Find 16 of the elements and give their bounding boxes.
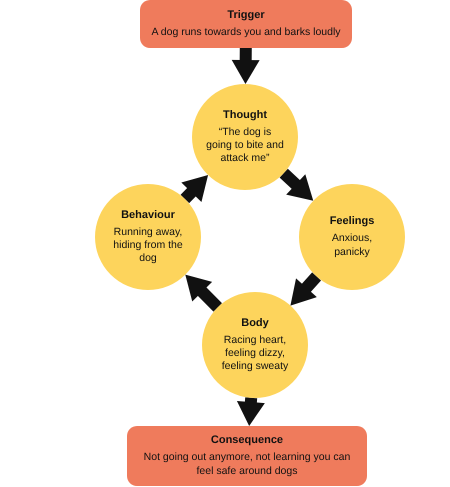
node-text: “The dog is going to bite and attack me” [206,126,284,166]
node-heading: Feelings [330,215,374,228]
block-arrow [232,48,260,84]
node-heading: Body [241,316,269,329]
node-text: Anxious, panicky [330,232,374,259]
node-text: Running away, hiding from the dog [112,226,184,266]
node-text: Racing heart, feeling dizzy, feeling sweaty [220,334,290,374]
process-box [140,0,352,48]
node-text: A dog runs towards you and barks loudly [151,26,341,40]
node-heading: Thought [223,108,267,121]
process-box [127,426,367,486]
node-text: Not going out anymore, not learning you can feel safe around dogs [142,451,352,478]
node-heading: Trigger [227,8,265,21]
block-arrow [236,397,265,426]
node-heading: Consequence [210,434,284,446]
node-heading: Behaviour [121,208,175,221]
